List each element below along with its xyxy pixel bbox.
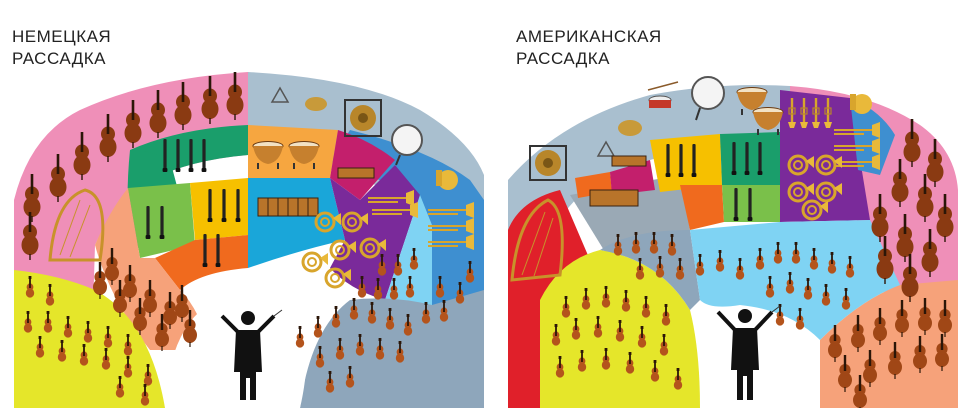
american-gong-icon xyxy=(529,145,567,181)
american-tuba-icon xyxy=(850,94,872,114)
german-orange-section xyxy=(155,235,248,290)
american-harp-icon xyxy=(510,198,564,282)
german-gong-icon xyxy=(344,99,382,137)
american-conductor-icon xyxy=(716,305,781,400)
german-caption-line1: НЕМЕЦКАЯ xyxy=(12,27,112,46)
german-bass-drum-icon xyxy=(391,124,423,166)
german-harp-icon xyxy=(48,188,105,262)
american-seating-diagram xyxy=(508,76,958,408)
german-cymbal-icon xyxy=(305,97,327,111)
american-triangle-icon xyxy=(596,140,616,157)
german-trombones xyxy=(428,202,474,250)
american-seating-caption: АМЕРИКАНСКАЯ РАССАДКА xyxy=(516,26,662,70)
german-viola-section xyxy=(385,195,432,305)
american-orange-section xyxy=(680,185,724,230)
german-magenta-section xyxy=(330,130,395,200)
german-conductor-icon xyxy=(220,309,283,400)
american-snare-drum-icon xyxy=(647,81,679,108)
german-second-violin-section xyxy=(300,290,484,408)
american-yellow-section xyxy=(650,134,722,192)
american-cymbal-icon xyxy=(618,120,642,136)
american-xylophone-icon xyxy=(589,155,647,207)
american-trombone-section xyxy=(850,98,895,175)
american-percussion-band xyxy=(508,85,790,408)
german-xylophone-section xyxy=(248,178,345,268)
german-xylophone-icon xyxy=(257,197,319,217)
american-magenta-section xyxy=(610,160,655,195)
american-caption-line2: РАССАДКА xyxy=(516,49,611,68)
german-caption-line2: РАССАДКА xyxy=(12,49,107,68)
american-conductor-area xyxy=(700,310,820,408)
german-seating-caption: НЕМЕЦКАЯ РАССАДКА xyxy=(12,26,111,70)
german-clarinet-section xyxy=(190,178,248,240)
german-tuba-icon xyxy=(436,170,458,190)
german-small-xylophone-icon xyxy=(337,167,375,179)
american-bass-drum-icon xyxy=(691,76,725,121)
american-bassoon-section xyxy=(720,132,780,185)
german-seating-diagram xyxy=(14,72,484,408)
american-caption-line1: АМЕРИКАНСКАЯ xyxy=(516,27,662,46)
american-viola-section xyxy=(690,220,900,340)
german-triangle-icon xyxy=(270,86,290,103)
